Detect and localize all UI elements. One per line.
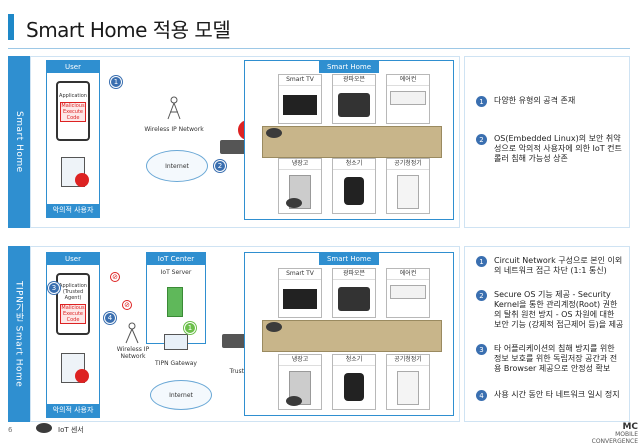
iot-sensor-dot	[266, 322, 282, 332]
bottom-note-3: 타 어플리케이션의 침해 방지를 위한 정보 보호를 위한 독립저장 공간과 전…	[494, 344, 618, 373]
title-accent-bar	[8, 14, 14, 40]
smartphone-icon: Application Malicious Execute Code	[56, 81, 90, 141]
note-badge: 1	[476, 256, 487, 267]
iot-sensor-legend-icon	[36, 423, 52, 433]
badge-1: 1	[110, 76, 122, 88]
wireless-tower-icon	[164, 94, 184, 120]
attacker-icon	[75, 369, 89, 383]
legend-label: IoT 센서	[58, 426, 84, 434]
attacker-icon	[75, 173, 89, 187]
note-badge: 1	[476, 96, 487, 107]
tipn-gateway-label: TIPN Gateway	[155, 360, 197, 367]
side-label-tipn-smart-home: TIPN기반 Smart Home	[8, 246, 30, 422]
application-label: Application	[59, 93, 87, 99]
iot-server-label: IoT Server	[160, 269, 192, 276]
user-header: User	[47, 253, 99, 265]
smart-home-header: Smart Home	[319, 253, 379, 265]
device-tile-purifier: 공기청정기	[386, 158, 430, 214]
note-badge: 3	[476, 344, 487, 355]
bottom-note-1: Circuit Network 구성으로 본인 이외의 네트워크 접근 차단 (…	[494, 256, 623, 275]
internet-cloud: Internet	[146, 150, 208, 182]
internet-cloud: Internet	[150, 380, 212, 410]
device-tile-oven: 광파오븐	[332, 74, 376, 124]
device-tile-vacuum: 청소기	[332, 158, 376, 214]
title-divider	[8, 48, 630, 49]
gateway-icon	[164, 334, 188, 350]
badge-3: 3	[48, 282, 60, 294]
pc-icon	[61, 157, 85, 187]
iot-sensor-dot	[286, 396, 302, 406]
internet-label: Internet	[169, 391, 193, 399]
badge-4: 4	[104, 312, 116, 324]
iot-center-header: IoT Center	[147, 253, 205, 265]
user-header: User	[47, 61, 99, 73]
device-tile-oven: 광파오븐	[332, 268, 376, 318]
controller-board	[262, 126, 442, 158]
wireless-network-label: Wireless IP Network	[144, 126, 204, 133]
bottom-notes-panel	[464, 246, 630, 422]
controller-board	[262, 320, 442, 352]
smart-home-header: Smart Home	[319, 61, 379, 73]
side-label-smart-home: Smart Home	[8, 56, 30, 228]
page-number: 6	[8, 426, 13, 434]
block-icon: ⊘	[122, 300, 132, 310]
internet-label: Internet	[165, 162, 189, 170]
badge-2: 2	[214, 160, 226, 172]
bottom-note-2: Secure OS 기능 제공 - Security Kernel을 통한 관리…	[494, 290, 624, 329]
bottom-note-4: 사용 시간 동안 타 네트워크 일시 정지	[494, 390, 620, 399]
iot-sensor-dot	[266, 128, 282, 138]
server-icon	[167, 287, 183, 317]
device-tile-tv: Smart TV	[278, 268, 322, 318]
device-tile-purifier: 공기청정기	[386, 354, 430, 410]
smartphone-icon: Application (Trusted Agent) Malicious Ex…	[56, 273, 90, 335]
malicious-code-label: Malicious Execute Code	[60, 102, 86, 122]
malicious-code-label: Malicious Execute Code	[60, 304, 86, 324]
badge-1: 1	[184, 322, 196, 334]
block-icon: ⊘	[110, 272, 120, 282]
user-box: User Application Malicious Execute Code …	[46, 60, 100, 218]
trusted-agent-label: Application (Trusted Agent)	[59, 283, 87, 301]
device-tile-vacuum: 청소기	[332, 354, 376, 410]
user-box: User Application (Trusted Agent) Malicio…	[46, 252, 100, 418]
top-notes-panel	[464, 56, 630, 228]
attacker-label: 악의적 사용자	[47, 204, 99, 217]
device-tile-tv: Smart TV	[278, 74, 322, 124]
note-badge: 2	[476, 290, 487, 301]
device-tile-aircon: 에어컨	[386, 268, 430, 318]
top-note-1: 다양한 유형의 공격 존재	[494, 96, 576, 105]
iot-sensor-dot	[286, 198, 302, 208]
wireless-tower-icon	[122, 320, 142, 344]
attacker-label: 악의적 사용자	[47, 404, 99, 417]
note-badge: 4	[476, 390, 487, 401]
top-note-2: OS(Embedded Linux)의 보안 취약성으로 악의적 사용자에 의한…	[494, 134, 622, 163]
wireless-network-label: Wireless IP Network	[116, 346, 150, 360]
page-title: Smart Home 적용 모델	[26, 18, 231, 42]
device-tile-aircon: 에어컨	[386, 74, 430, 124]
iot-center-box: IoT Center IoT Server	[146, 252, 206, 344]
note-badge: 2	[476, 134, 487, 145]
